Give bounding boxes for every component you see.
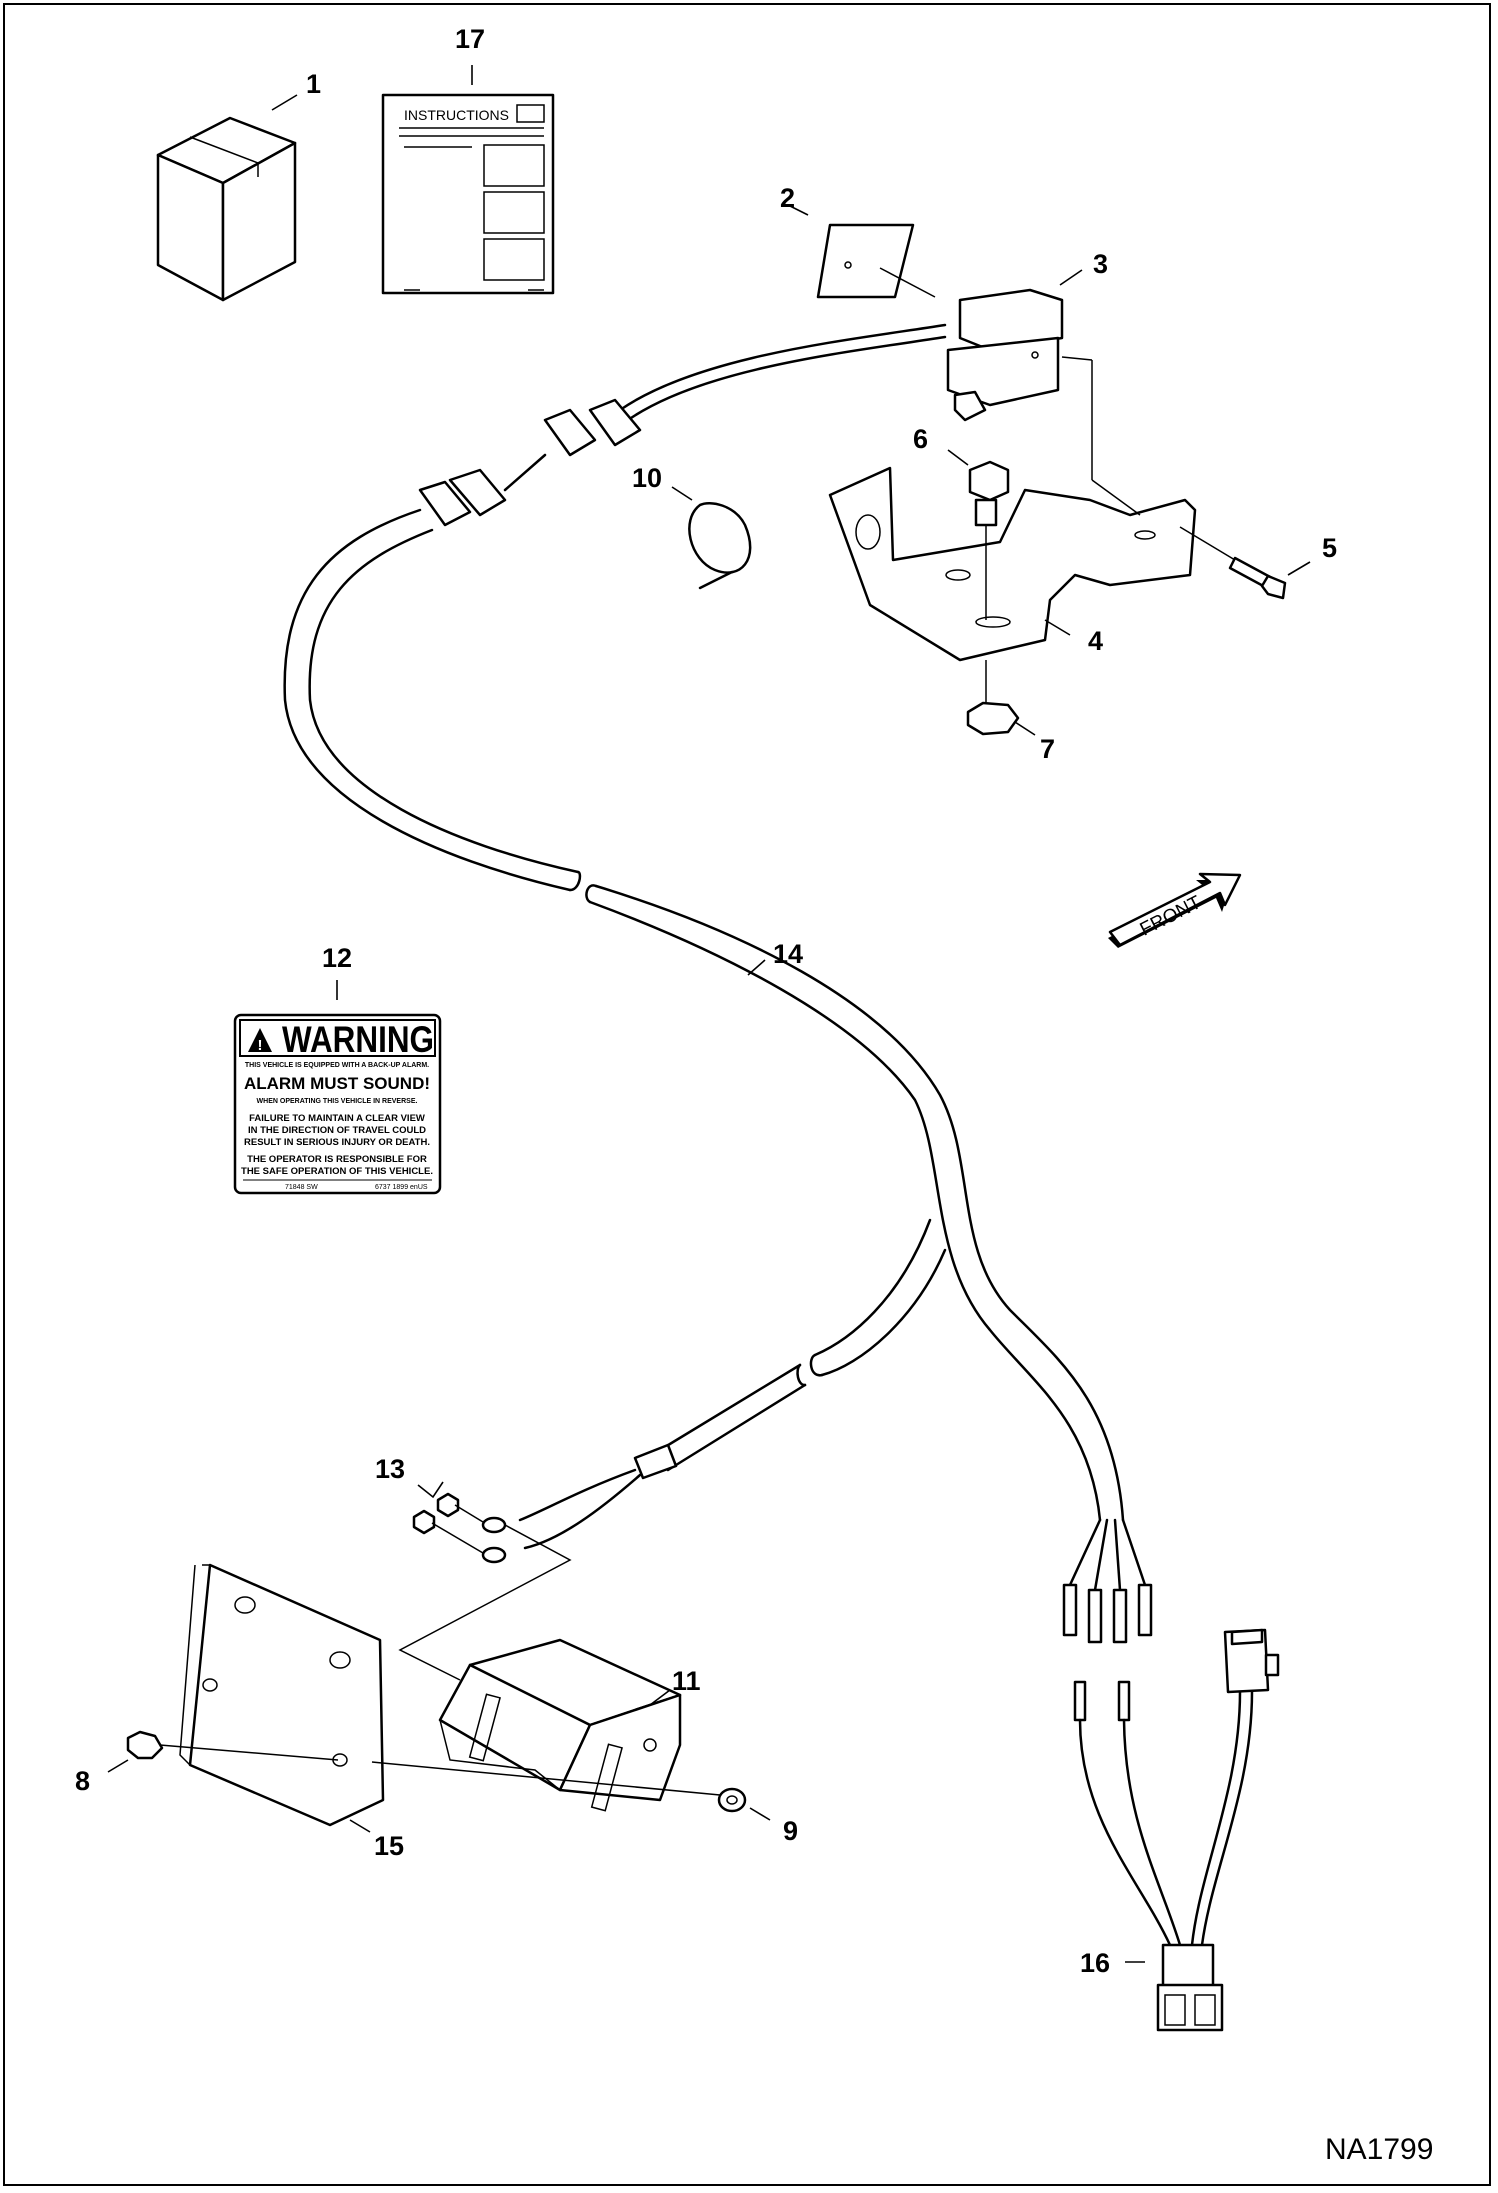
- item-11-alarm: 11: [398, 1524, 701, 1812]
- callout-7: 7: [1040, 734, 1055, 764]
- item-16-adapter-harness: 16: [1073, 1628, 1280, 2032]
- callout-14: 14: [773, 939, 803, 969]
- callout-2: 2: [780, 183, 795, 213]
- callout-15: 15: [374, 1831, 404, 1861]
- warning-triangle-icon: [248, 1028, 272, 1052]
- callout-4: 4: [1088, 626, 1103, 656]
- item-5-bolt: 5: [1179, 526, 1337, 600]
- warning-line3: WHEN OPERATING THIS VEHICLE IN REVERSE.: [257, 1098, 418, 1105]
- callout-10: 10: [632, 463, 662, 493]
- callout-17: 17: [455, 24, 485, 54]
- callout-11: 11: [672, 1666, 701, 1696]
- item-8-bolt: 8: [75, 1730, 164, 1796]
- item-3-switch: 3: [946, 249, 1108, 422]
- warning-line2: ALARM MUST SOUND!: [244, 1074, 430, 1093]
- svg-text:!: !: [258, 1037, 263, 1054]
- callout-12: 12: [322, 943, 352, 973]
- drawing-id: NA1799: [1325, 2133, 1433, 2166]
- callout-5: 5: [1322, 533, 1337, 563]
- warning-line7: THE OPERATOR IS RESPONSIBLE FOR: [247, 1154, 427, 1165]
- item-12-warning-decal: ! WARNING THIS VEHICLE IS EQUIPPED WITH …: [233, 943, 442, 1195]
- item-13-nuts: 13: [375, 1454, 484, 1554]
- item-9-washer: 9: [717, 1787, 798, 1846]
- warning-line8: THE SAFE OPERATION OF THIS VEHICLE.: [241, 1166, 433, 1177]
- item-1-box: 1: [156, 69, 321, 302]
- callout-1: 1: [306, 69, 321, 99]
- warning-footer-right: 6737 1899 enUS: [375, 1184, 428, 1191]
- callout-16: 16: [1080, 1948, 1110, 1978]
- item-17-instructions: INSTRUCTIONS 17: [381, 24, 555, 295]
- warning-header: WARNING: [282, 1019, 434, 1060]
- callout-3: 3: [1093, 249, 1108, 279]
- warning-footer-left: 71848 SW: [285, 1184, 318, 1191]
- drawing-frame: [3, 3, 1491, 2186]
- callout-9: 9: [783, 1816, 798, 1846]
- front-label: FRONT: [1137, 892, 1205, 941]
- item-2-pad: 2: [780, 183, 936, 299]
- warning-line6: RESULT IN SERIOUS INJURY OR DEATH.: [244, 1137, 430, 1148]
- instructions-label: INSTRUCTIONS: [404, 107, 509, 123]
- callout-8: 8: [75, 1766, 90, 1796]
- item-6-bolt: 6: [913, 424, 1010, 620]
- item-15-plate: 15: [159, 1563, 721, 1861]
- warning-line1: THIS VEHICLE IS EQUIPPED WITH A BACK-UP …: [245, 1062, 429, 1069]
- item-4-bracket: 4: [828, 356, 1197, 662]
- warning-line4: FAILURE TO MAINTAIN A CLEAR VIEW: [249, 1113, 425, 1124]
- warning-line5: IN THE DIRECTION OF TRAVEL COULD: [248, 1125, 426, 1136]
- item-7-nut: 7: [966, 660, 1055, 764]
- item-14-harness: 14: [283, 323, 1153, 1644]
- front-arrow: FRONT: [1108, 872, 1242, 948]
- item-10-cable-tie: 10: [632, 463, 752, 590]
- callout-6: 6: [913, 424, 928, 454]
- callout-13: 13: [375, 1454, 405, 1484]
